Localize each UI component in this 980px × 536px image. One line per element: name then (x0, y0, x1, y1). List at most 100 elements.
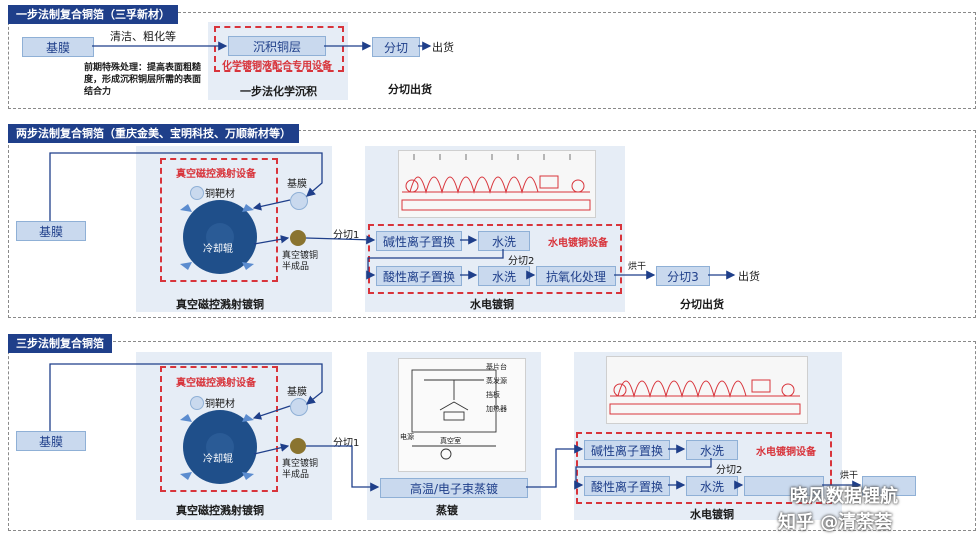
arrow-substrate-loop-3 (49, 363, 323, 431)
vacuum-equip-label-3: 真空磁控溅射设备 (176, 378, 256, 389)
cooling-roller-core-3 (206, 433, 234, 461)
machine-sketch-2 (401, 175, 591, 211)
section-two-arrows (49, 152, 736, 280)
one-step-caption: 一步法化学沉积 (240, 85, 317, 98)
semi-label-3: 真空镀铜半成品 (282, 459, 319, 480)
arrow-film-to-roller-3 (252, 405, 291, 420)
alkaline-box-3: 碱性离子置换 (584, 440, 670, 460)
ship-label-1: 出货 (432, 41, 454, 54)
electroplating-machine-2 (398, 150, 596, 218)
section-three-step-panel (8, 341, 976, 531)
substrate-box-1: 基膜 (22, 37, 94, 57)
arrow-semi-to-alkaline-2 (305, 235, 376, 245)
chem-deposition-area (208, 22, 348, 100)
arrow-roller-to-semi-2 (253, 235, 290, 245)
section-two-step-title: 两步法制复合铜箔（重庆金美、宝明科技、万顺新材等） (8, 124, 299, 143)
evap-box-3: 高温/电子束蒸镀 (380, 478, 528, 498)
acid-box-2: 酸性离子置换 (376, 266, 462, 286)
evap-chamber-sketch-3 (411, 369, 497, 460)
target-arc-left-3 (180, 414, 192, 422)
water-equip-frame-2 (368, 224, 622, 294)
semi-label-2: 真空镀铜半成品 (282, 251, 319, 272)
section-one-step-title: 一步法制复合铜箔（三孚新材） (8, 5, 178, 24)
wash2-box-2: 水洗 (478, 266, 530, 286)
evap-label-heater: 加热器 (486, 405, 507, 413)
film-label-2: 基膜 (287, 179, 307, 190)
semi-roll-3 (290, 438, 306, 454)
water-equip-frame-3 (576, 432, 832, 504)
film-label-3: 基膜 (287, 387, 307, 398)
wash1-box-2: 水洗 (478, 231, 530, 251)
arrow-wash-to-acid-2 (366, 249, 504, 280)
water-equip-label-3: 水电镀铜设备 (756, 447, 816, 458)
cooling-roller-core-2 (206, 223, 234, 251)
section-three-step-title: 三步法制复合铜箔 (8, 334, 112, 353)
cut-box-3 (862, 476, 916, 496)
vacuum-equip-label-2: 真空磁控溅射设备 (176, 169, 256, 180)
arrow-substrate-loop-2 (49, 152, 323, 221)
wash2-box-3: 水洗 (686, 476, 738, 496)
substrate-box-2: 基膜 (16, 221, 86, 241)
water-caption-2: 水电镀铜 (470, 298, 514, 311)
evap-label-source: 蒸发源 (486, 377, 507, 385)
target-arc-bottom-left-3 (180, 472, 192, 480)
target-label-2: 铜靶材 (205, 189, 235, 200)
cut2-label-3: 分切2 (716, 465, 743, 476)
cut-ship-caption-1: 分切出货 (388, 83, 432, 96)
section-two-step-panel (8, 130, 976, 318)
water-equip-label-2: 水电镀铜设备 (548, 238, 608, 249)
target-arc-right-2 (242, 204, 254, 212)
target-arc-bottom-left-2 (180, 262, 192, 270)
dry-label-2: 烘干 (628, 262, 647, 272)
arrow-roller-to-semi-3 (253, 443, 290, 455)
acid-box-3: 酸性离子置换 (584, 476, 670, 496)
cut3-box-2: 分切3 (656, 266, 710, 286)
target-label-3: 铜靶材 (205, 399, 235, 410)
anti-ox-box-2: 抗氧化处理 (536, 266, 616, 286)
electroplating-machine-3 (606, 356, 808, 424)
wash1-box-3: 水洗 (686, 440, 738, 460)
film-roll-2 (290, 192, 308, 210)
cut-ship-caption-2: 分切出货 (680, 298, 724, 311)
machine-ticks-2 (413, 154, 571, 160)
substrate-box-3: 基膜 (16, 431, 86, 451)
evap-caption-3: 蒸镀 (436, 504, 458, 517)
arrow-wash-to-acid-3 (574, 458, 712, 490)
ship-label-2: 出货 (738, 270, 760, 283)
chem-equip-label: 化学镀铜液配合专用设备 (222, 61, 332, 72)
section-one-arrows (92, 41, 432, 51)
watermark-line-1: 晓风数据锂航 (790, 486, 898, 507)
cool-label-3: 冷却辊 (203, 454, 233, 465)
target-dot-3 (190, 396, 204, 410)
semi-roll-2 (290, 230, 306, 246)
machine-sketch-3 (609, 379, 801, 415)
clean-label: 清洁、粗化等 (110, 30, 176, 43)
pre-treatment-note: 前期特殊处理：提高表面粗糙度，形成沉积铜层所需的表面结合力 (84, 63, 202, 97)
water-caption-3: 水电镀铜 (690, 508, 734, 521)
film-roll-3 (290, 398, 308, 416)
evap-diagram-3 (398, 358, 526, 472)
target-arc-bottom-right-2 (242, 262, 254, 270)
vacuum-caption-2: 真空磁控溅射镀铜 (176, 298, 264, 311)
arrow-evap-to-alkaline-3 (526, 444, 584, 488)
cut-box-1: 分切 (372, 37, 420, 57)
watermark-line-2: 知乎 @清荼荟 (778, 512, 893, 533)
evap-label-substrate-holder: 基片台 (486, 363, 507, 371)
arrow-semi-to-evap-3 (306, 445, 380, 492)
evap-label-power: 电源 (400, 433, 414, 441)
target-arc-left-2 (180, 204, 192, 212)
evap-label-shutter: 挡板 (486, 391, 500, 399)
cut1-label-2: 分切1 (333, 230, 360, 241)
target-dot-2 (190, 186, 204, 200)
target-arc-right-3 (242, 414, 254, 422)
vacuum-frame-2 (160, 158, 278, 282)
section-one-step-panel (8, 12, 976, 109)
vacuum-caption-3: 真空磁控溅射镀铜 (176, 504, 264, 517)
cut1-label-3: 分切1 (333, 438, 360, 449)
chem-equip-frame (214, 26, 344, 72)
cut2-label-2: 分切2 (508, 256, 535, 267)
cool-label-2: 冷却辊 (203, 244, 233, 255)
arrow-film-to-roller-2 (252, 199, 291, 211)
evap-label-chamber: 真空室 (440, 437, 461, 445)
